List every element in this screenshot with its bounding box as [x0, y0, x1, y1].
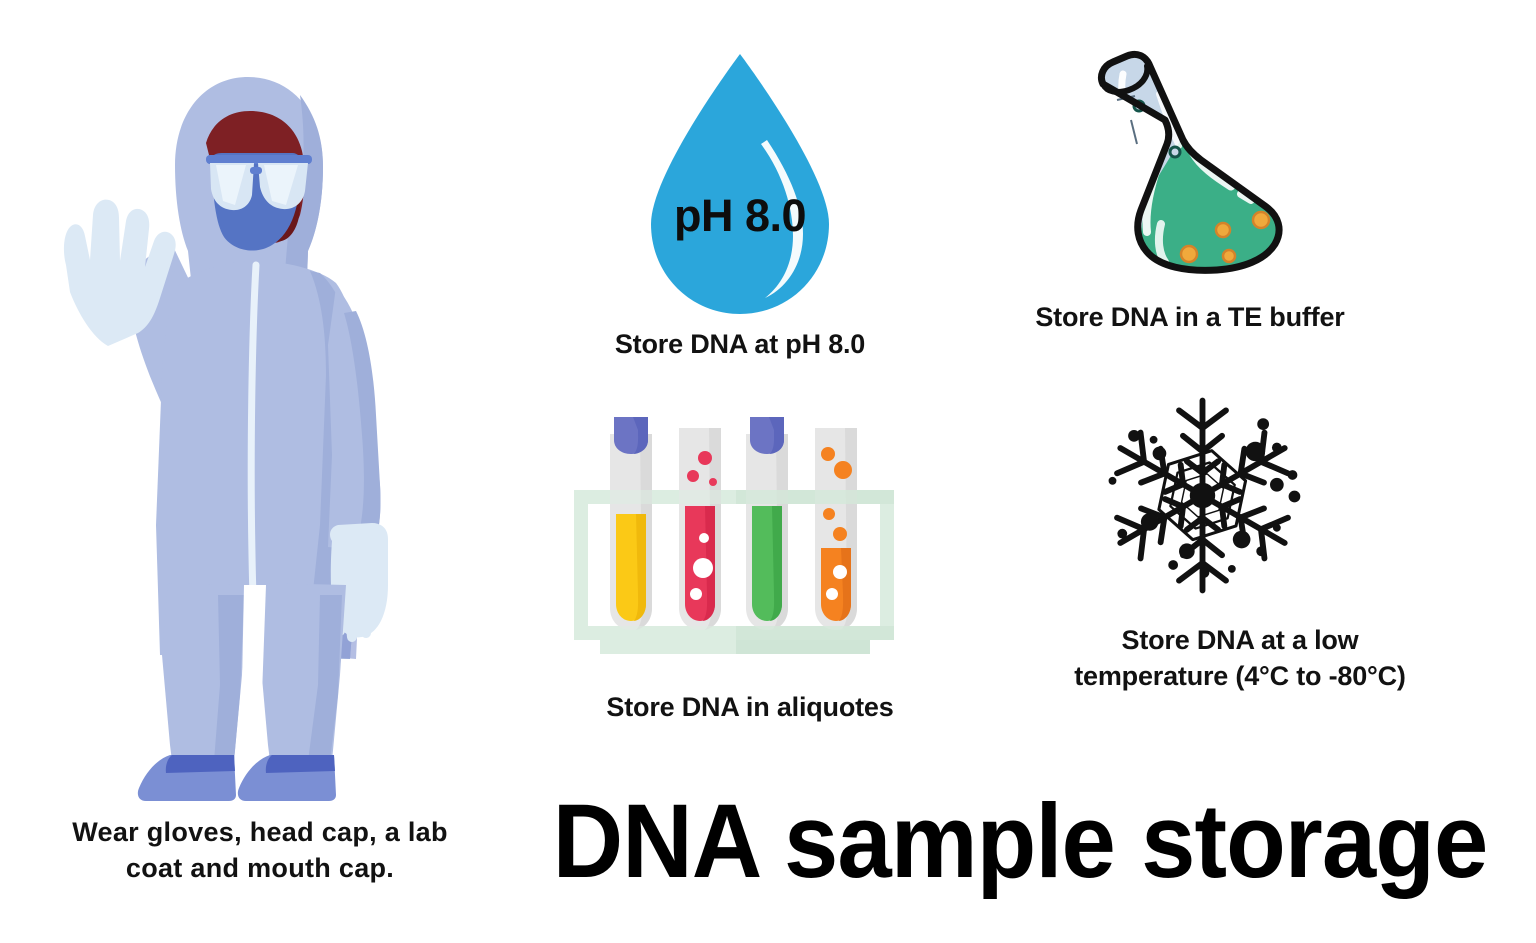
caption-te-buffer: Store DNA in a TE buffer	[1035, 302, 1345, 332]
shoe-cover-right-icon	[237, 755, 336, 801]
safety-goggles-icon	[210, 163, 308, 211]
water-droplet-icon: pH 8.0	[615, 48, 865, 323]
snowflake-icon	[1085, 383, 1320, 608]
raised-glove-icon	[63, 199, 176, 346]
scientist-in-ppe-suit-icon	[20, 55, 450, 801]
erlenmeyer-flask-icon	[1065, 48, 1315, 298]
test-tube-rack-icon	[570, 408, 905, 683]
page-title: DNA sample storage	[552, 783, 1489, 900]
shoe-cover-left-icon	[137, 755, 236, 801]
test-tube-orange	[815, 428, 857, 630]
caption-ph: Store DNA at pH 8.0	[614, 329, 866, 359]
test-tube-yellow	[610, 417, 652, 630]
caption-temperature: Store DNA at a low temperature (4°C to -…	[1074, 625, 1406, 692]
test-tube-red	[679, 428, 721, 630]
test-tube-green	[746, 417, 788, 630]
caption-aliquotes: Store DNA in aliquotes	[606, 692, 894, 722]
caption-ppe: Wear gloves, head cap, a lab coat and mo…	[72, 817, 448, 883]
